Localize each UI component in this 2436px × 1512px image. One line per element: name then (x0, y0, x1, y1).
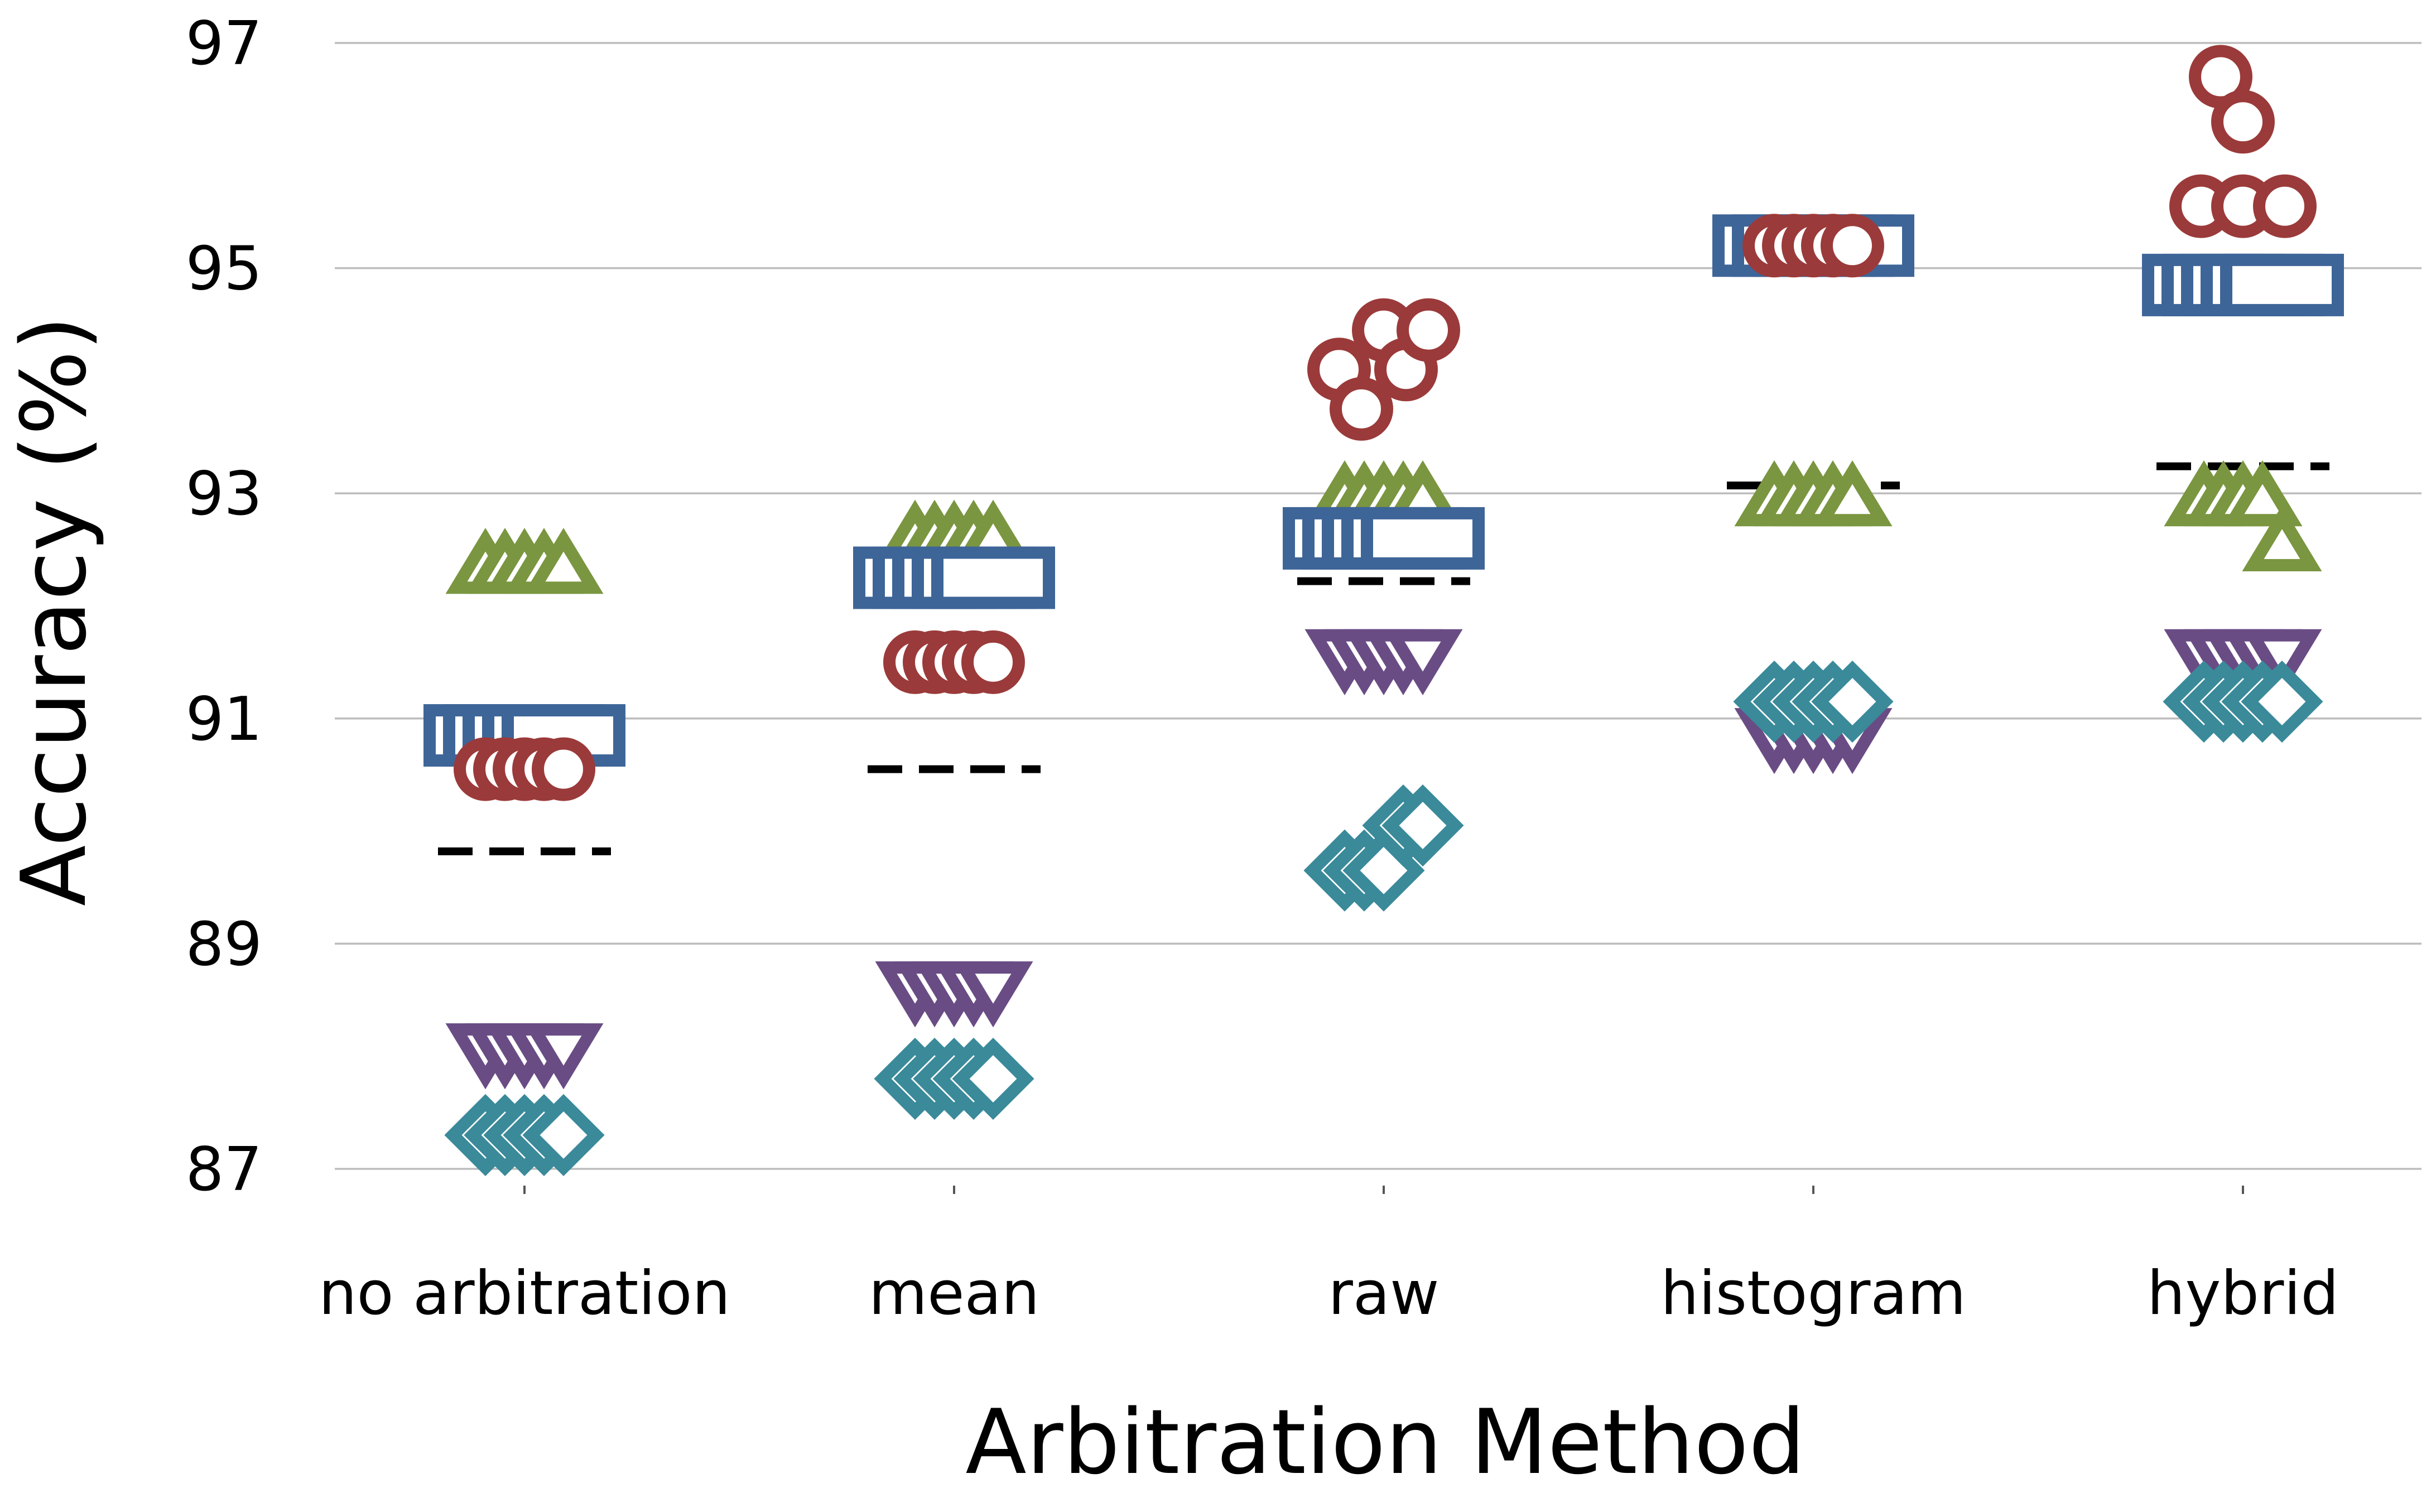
triangle-up-marker (1812, 460, 1893, 527)
tick-layer: 87 89 91 93 95 97 no arbitration mean raw histogr… (186, 9, 2339, 1328)
circle-marker (1821, 214, 1884, 278)
marker-layer (423, 45, 2344, 1177)
square-marker (931, 546, 1055, 609)
y-tick-label: 97 (186, 9, 262, 79)
triangle-down-marker (523, 1023, 604, 1090)
y-tick-label: 95 (186, 234, 262, 304)
y-axis-label: Accuracy (%) (2, 316, 106, 906)
circle-marker (1330, 377, 1393, 441)
x-tick-label: hybrid (2147, 1259, 2339, 1328)
triangle-down-marker (1383, 629, 1463, 696)
circle-marker (961, 630, 1025, 694)
circle-marker (532, 737, 595, 801)
diamond-marker (2241, 660, 2323, 743)
x-axis-label: Arbitration Method (965, 1390, 1805, 1494)
x-tick-label: histogram (1660, 1259, 1966, 1328)
triangle-down-marker (2242, 629, 2322, 696)
y-tick-label: 91 (186, 685, 262, 754)
triangle-down-marker (953, 961, 1033, 1028)
y-tick-label: 89 (186, 909, 262, 979)
x-tick-label: no arbitration (319, 1259, 730, 1328)
circle-marker (2211, 90, 2275, 154)
diamond-marker (1381, 784, 1464, 867)
circle-marker (1397, 298, 1460, 362)
y-tick-label: 87 (186, 1135, 262, 1205)
diamond-marker (522, 1094, 605, 1177)
triangle-up-marker (2242, 505, 2322, 572)
x-tick-label: raw (1328, 1259, 1440, 1328)
x-tick-label: mean (869, 1259, 1039, 1328)
diamond-marker (952, 1038, 1034, 1120)
triangle-up-marker (523, 528, 604, 594)
y-tick-label: 93 (186, 459, 262, 529)
triangle-up-marker (2222, 460, 2303, 527)
circle-marker (2253, 174, 2317, 238)
grid-layer (335, 42, 2421, 1170)
diamond-marker (1811, 660, 1894, 743)
square-marker (2220, 253, 2344, 316)
mean-layer (438, 462, 2329, 855)
square-marker (1361, 507, 1485, 570)
